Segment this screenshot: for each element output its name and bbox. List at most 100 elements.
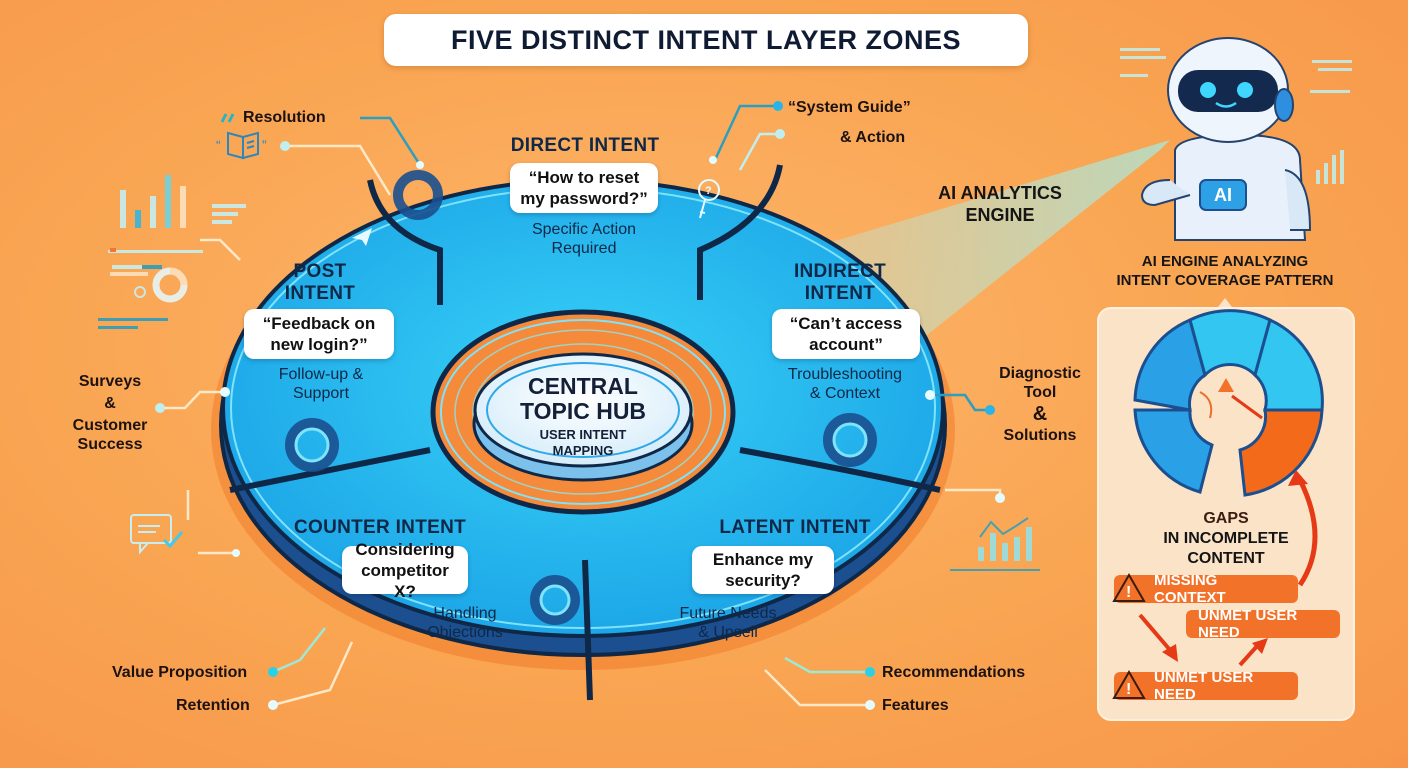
warning-icon: ! bbox=[1112, 670, 1146, 699]
svg-text:“: “ bbox=[216, 137, 221, 153]
post-query-line1: “Feedback on bbox=[262, 314, 376, 333]
post-sub-line2: Support bbox=[292, 385, 350, 402]
post-intent-query[interactable]: “Feedback on new login?” bbox=[244, 309, 394, 359]
callout-surveys: Surveys & Customer Success bbox=[60, 372, 160, 454]
diagnostic-line3: & bbox=[1032, 403, 1048, 425]
post-sub-line1: Follow-up & bbox=[278, 366, 364, 383]
gaps-title-line3: CONTENT bbox=[1187, 550, 1265, 567]
central-topic-hub[interactable]: CENTRAL TOPIC HUB USER INTENT MAPPING bbox=[474, 352, 692, 470]
ai-robot-illustration bbox=[1140, 37, 1312, 241]
svg-text:?: ? bbox=[705, 185, 712, 197]
indirect-intent-description: Troubleshooting & Context bbox=[770, 365, 920, 403]
latent-query-line2: security? bbox=[725, 571, 801, 590]
quote-slash-icon bbox=[220, 113, 235, 123]
post-title-line2: INTENT bbox=[284, 283, 356, 304]
ai-analytics-engine-label: AI ANALYTICS ENGINE bbox=[935, 182, 1065, 226]
callout-features: Features bbox=[882, 697, 949, 714]
key-question-icon: ? bbox=[698, 179, 720, 219]
mini-puzzle-ring bbox=[1133, 309, 1324, 497]
counter-sub-line2: Objections bbox=[427, 624, 503, 641]
ai-analyzing-label: AI ENGINE ANALYZING INTENT COVERAGE PATT… bbox=[1095, 252, 1355, 290]
callout-recommendations: Recommendations bbox=[882, 664, 1026, 681]
gap-item-label: MISSING CONTEXT bbox=[1154, 572, 1226, 606]
direct-intent-query-line1: “How to reset bbox=[528, 168, 640, 187]
indirect-query-line2: account” bbox=[809, 335, 883, 354]
surveys-line3: Customer bbox=[72, 417, 148, 434]
direct-intent-query[interactable]: “How to reset my password?” bbox=[510, 163, 658, 213]
indirect-intent-title: INDIRECT INTENT bbox=[780, 261, 900, 305]
robot-chart-decoration bbox=[1120, 48, 1352, 184]
counter-intent-query[interactable]: Considering competitor X? bbox=[342, 540, 468, 601]
diagnostic-line1: Diagnostic bbox=[999, 365, 1081, 382]
post-intent-description: Follow-up & Support bbox=[256, 365, 386, 403]
svg-text:!: ! bbox=[1126, 584, 1131, 601]
feedback-check-icon bbox=[130, 514, 184, 555]
latent-intent-query[interactable]: Enhance my security? bbox=[692, 546, 834, 594]
post-query-line2: new login?” bbox=[270, 335, 368, 354]
gap-unmet-user-need-1[interactable]: UNMET USER NEED bbox=[1186, 607, 1340, 641]
indirect-query-line1: “Can’t access bbox=[789, 314, 903, 333]
counter-query-line2: competitor X? bbox=[361, 560, 449, 601]
indirect-title-line2: INTENT bbox=[804, 283, 876, 304]
diagnostic-line4: Solutions bbox=[1003, 427, 1077, 444]
diagnostic-line2: Tool bbox=[1023, 384, 1057, 401]
direct-intent-title: DIRECT INTENT bbox=[510, 135, 660, 156]
gap-missing-context[interactable]: MISSING CONTEXT bbox=[1114, 572, 1298, 606]
latent-sub-line1: Future Needs bbox=[679, 605, 777, 622]
growth-chart-icon bbox=[950, 517, 1040, 571]
direct-sub-line2: Required bbox=[551, 240, 617, 257]
counter-query-line1: Considering bbox=[355, 539, 455, 559]
hub-sub-line2: MAPPING bbox=[552, 443, 614, 458]
callout-diagnostic: Diagnostic Tool & Solutions bbox=[985, 364, 1095, 445]
ai-analyzing-line1: AI ENGINE ANALYZING bbox=[1141, 253, 1309, 270]
latent-intent-description: Future Needs & Upsell bbox=[668, 604, 788, 642]
callout-system-guide: “System Guide” bbox=[788, 99, 911, 116]
direct-intent-description: Specific Action Required bbox=[500, 220, 668, 258]
hub-sub-line1: USER INTENT bbox=[539, 427, 627, 442]
callout-lines bbox=[160, 104, 1002, 707]
callout-action: & Action bbox=[840, 129, 906, 146]
gap-item-label: UNMET USER NEED bbox=[1154, 669, 1254, 703]
callout-value-proposition: Value Proposition bbox=[112, 664, 248, 681]
ai-badge: AI bbox=[1214, 184, 1232, 205]
svg-text:!: ! bbox=[1126, 681, 1131, 698]
counter-intent-description: Handling Objections bbox=[410, 604, 520, 642]
svg-text:”: ” bbox=[262, 137, 267, 153]
page-title: FIVE DISTINCT INTENT LAYER ZONES bbox=[384, 14, 1028, 66]
callout-resolution: Resolution bbox=[243, 109, 326, 126]
indirect-intent-query[interactable]: “Can’t access account” bbox=[772, 309, 920, 359]
callout-dots bbox=[155, 101, 1005, 710]
gap-item-label: UNMET USER NEED bbox=[1198, 607, 1298, 641]
warning-icon: ! bbox=[1112, 573, 1146, 602]
hub-title: CENTRAL TOPIC HUB bbox=[474, 374, 692, 424]
indirect-sub-line2: & Context bbox=[809, 385, 881, 402]
latent-sub-line2: & Upsell bbox=[698, 624, 758, 641]
indirect-title-line1: INDIRECT bbox=[793, 261, 887, 282]
ai-engine-line2: ENGINE bbox=[965, 205, 1035, 225]
dashboard-decoration-icon bbox=[98, 175, 246, 329]
indirect-sub-line1: Troubleshooting bbox=[787, 366, 903, 383]
ai-engine-line1: AI ANALYTICS bbox=[938, 183, 1062, 203]
ai-analyzing-line2: INTENT COVERAGE PATTERN bbox=[1116, 272, 1334, 289]
hub-title-line1: CENTRAL bbox=[528, 373, 638, 399]
surveys-line2: & bbox=[104, 395, 116, 412]
paper-plane-icon bbox=[352, 228, 372, 246]
surveys-line4: Success bbox=[77, 436, 143, 453]
latent-query-line1: Enhance my bbox=[712, 550, 814, 569]
post-intent-title: POST INTENT bbox=[270, 261, 370, 305]
gap-unmet-user-need-2[interactable]: UNMET USER NEED bbox=[1114, 669, 1298, 703]
latent-intent-title: LATENT INTENT bbox=[719, 517, 871, 538]
counter-intent-title: COUNTER INTENT bbox=[293, 517, 467, 538]
gaps-title-line2: IN INCOMPLETE bbox=[1163, 530, 1289, 547]
hub-subtitle: USER INTENT MAPPING bbox=[474, 427, 692, 459]
puzzle-separators bbox=[229, 164, 941, 701]
gaps-title-line1: GAPS bbox=[1203, 510, 1249, 527]
surveys-line1: Surveys bbox=[78, 373, 142, 390]
direct-sub-line1: Specific Action bbox=[531, 221, 637, 238]
gaps-title: GAPS IN INCOMPLETE CONTENT bbox=[1097, 509, 1355, 569]
open-book-icon: “ ” bbox=[216, 131, 267, 160]
callout-retention: Retention bbox=[176, 697, 250, 714]
counter-sub-line1: Handling bbox=[433, 605, 497, 622]
hub-title-line2: TOPIC HUB bbox=[519, 398, 647, 424]
